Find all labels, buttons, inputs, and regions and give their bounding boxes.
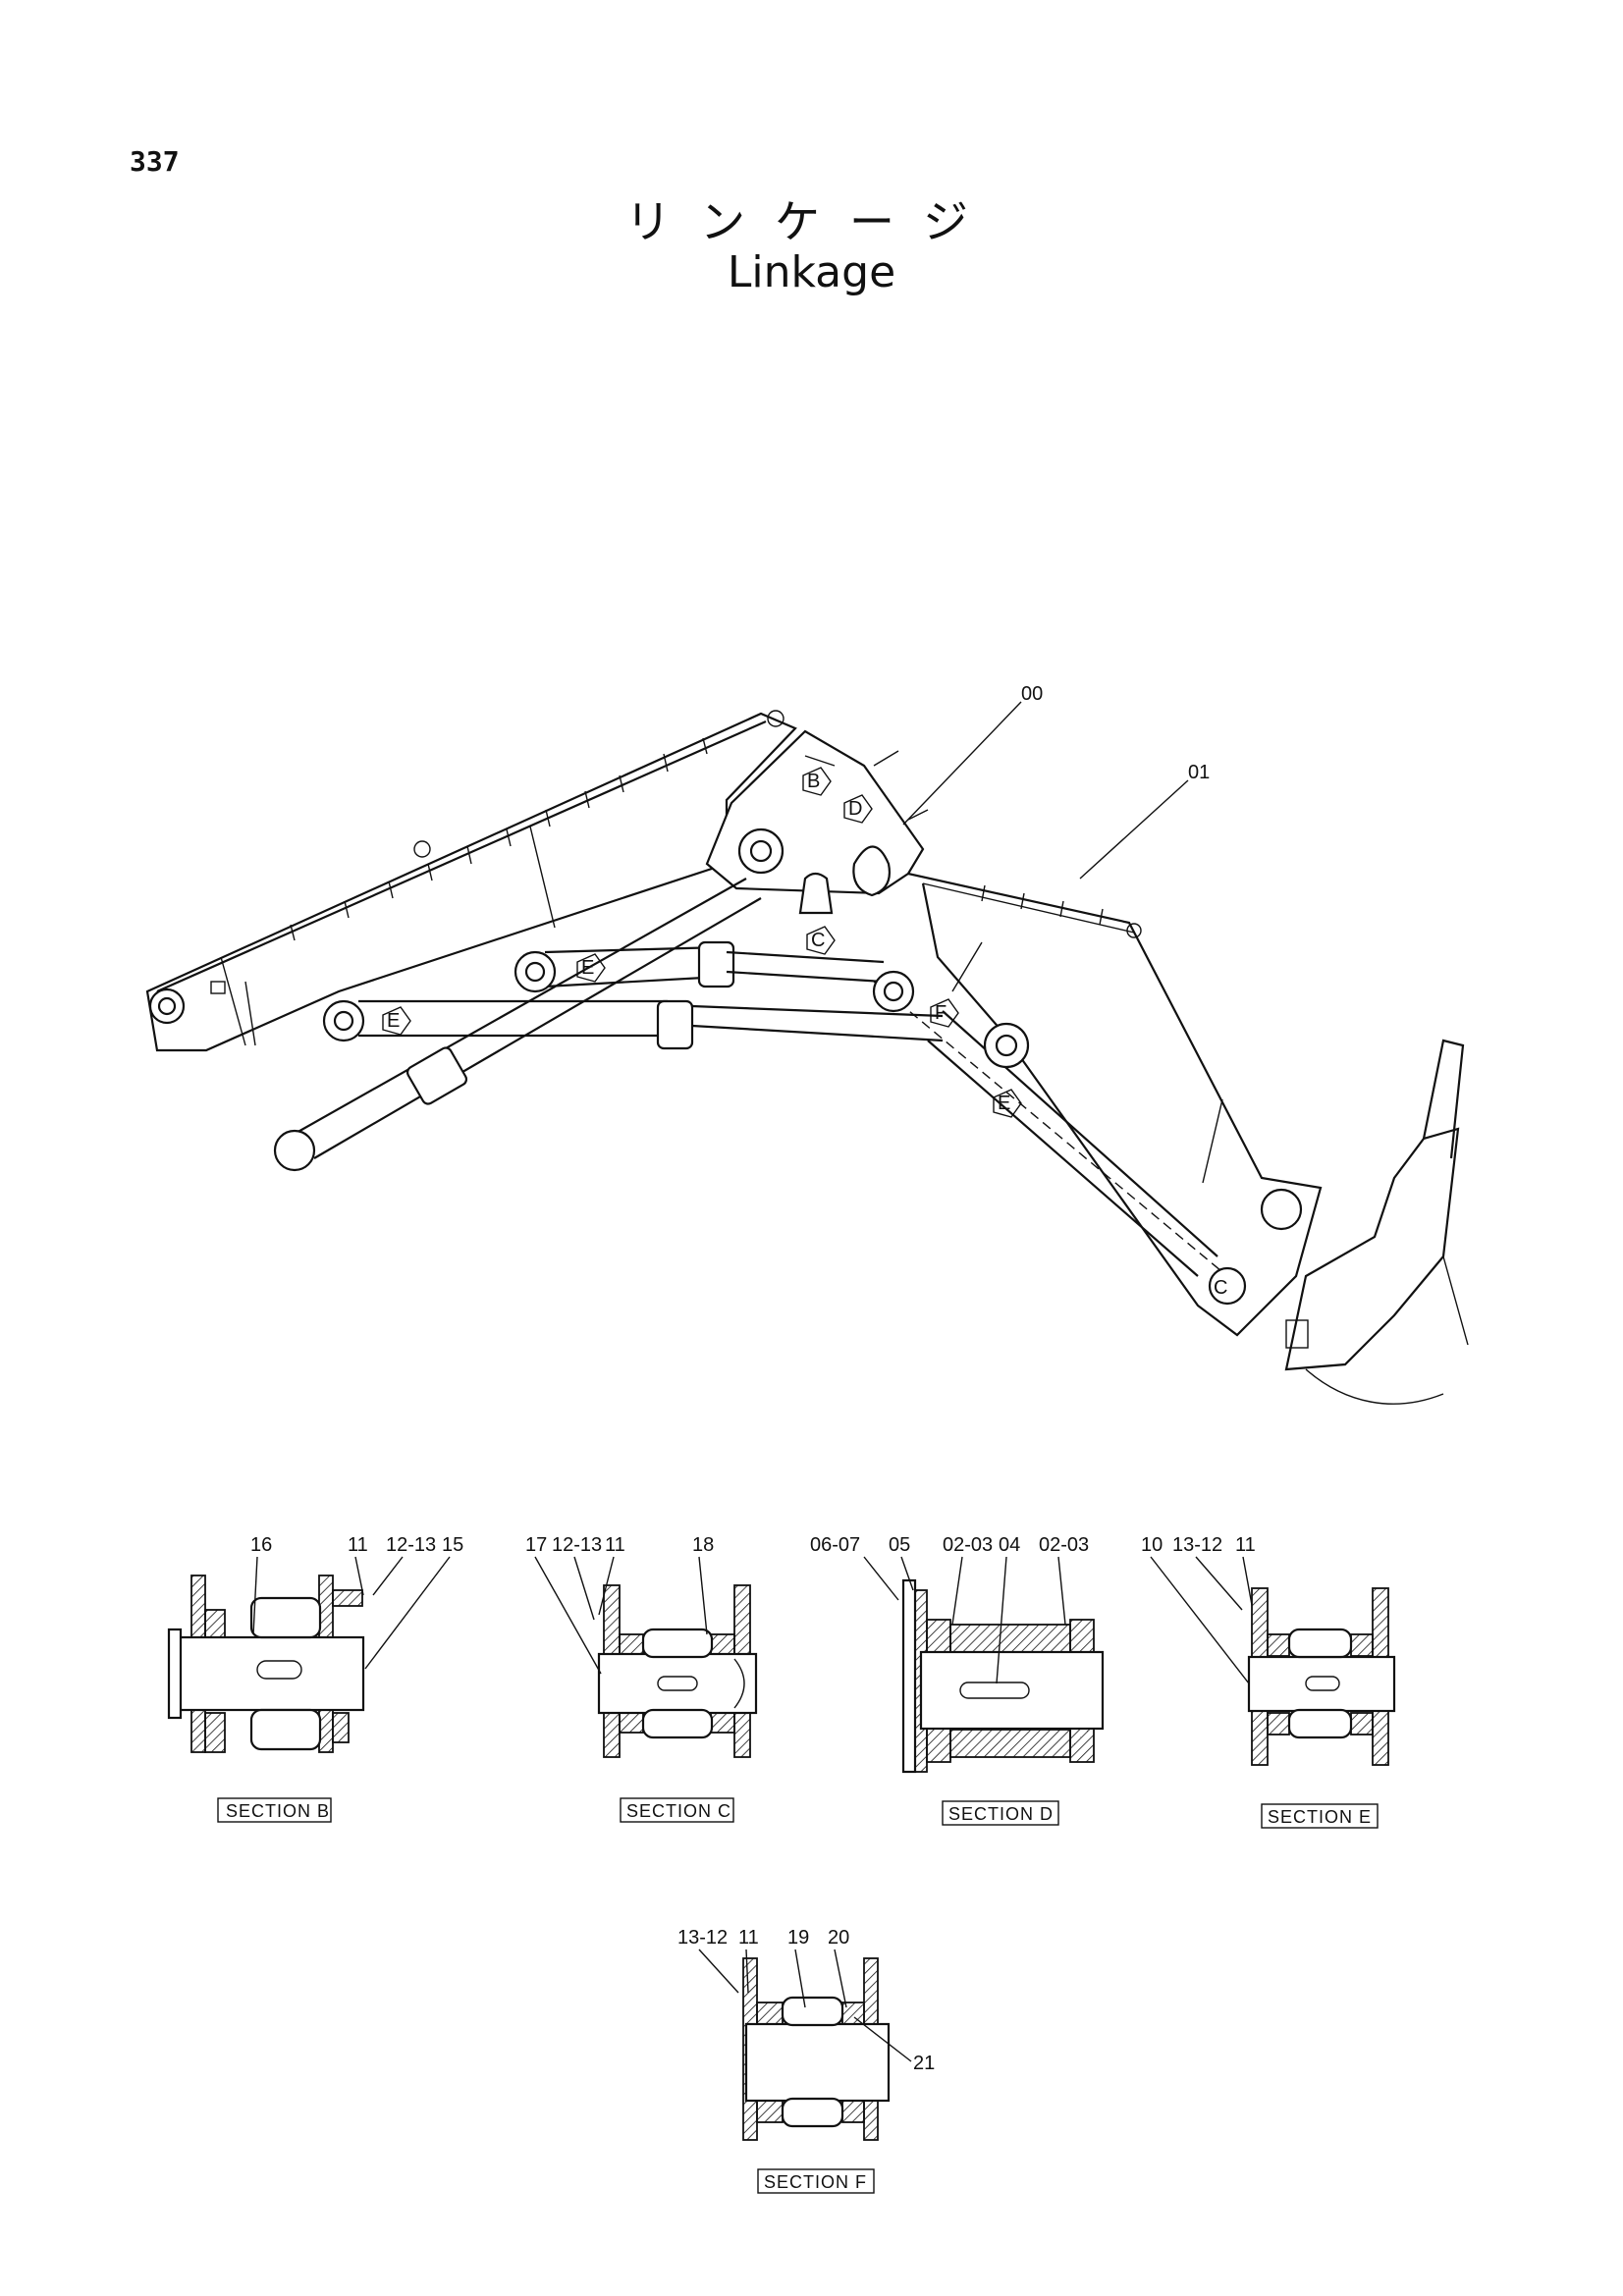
marker-e-1: E <box>576 953 606 983</box>
svg-text:C: C <box>811 930 825 951</box>
svg-text:C: C <box>1214 1277 1227 1299</box>
marker-c: C <box>806 926 836 955</box>
cylinders <box>273 878 1228 1277</box>
label-17: 17 <box>525 1534 547 1556</box>
label-10: 10 <box>1141 1534 1163 1556</box>
label-11-e: 11 <box>1235 1534 1256 1556</box>
label-02-03-b: 02-03 <box>1039 1534 1089 1556</box>
label-04: 04 <box>999 1534 1020 1556</box>
marker-d: D <box>843 794 873 824</box>
svg-text:E: E <box>998 1093 1010 1114</box>
marker-f: F <box>930 998 959 1028</box>
label-11-c: 11 <box>605 1534 625 1556</box>
boom <box>145 710 797 1052</box>
marker-e-3: E <box>993 1089 1022 1118</box>
svg-text:B: B <box>807 771 820 792</box>
label-18: 18 <box>692 1534 714 1556</box>
label-15: 15 <box>442 1534 463 1556</box>
svg-text:E: E <box>581 957 594 979</box>
section-d: 06-07 05 02-03 04 02-03 SECTION D <box>810 1534 1105 1826</box>
section-c-title: SECTION C <box>626 1801 731 1821</box>
label-13-12: 13-12 <box>1172 1534 1222 1556</box>
section-f-title: SECTION F <box>764 2172 867 2192</box>
marker-c-2: C <box>1214 1277 1227 1299</box>
marker-b: B <box>802 767 832 796</box>
label-21: 21 <box>913 2053 935 2074</box>
marker-e-2: E <box>382 1006 411 1036</box>
arm <box>907 872 1323 1337</box>
label-13-12-f: 13-12 <box>677 1927 728 1949</box>
label-12-13: 12-13 <box>386 1534 436 1556</box>
svg-text:E: E <box>387 1010 400 1032</box>
page-number: 337 <box>130 145 180 178</box>
title-japanese: リンケージ <box>624 195 999 248</box>
main-assembly-view: 00 01 B D C E E F E C <box>145 683 1469 1405</box>
label-11-f: 11 <box>738 1927 759 1949</box>
section-c: 17 12-13 11 18 SECTION C <box>525 1534 758 1823</box>
label-19: 19 <box>787 1927 809 1949</box>
section-d-title: SECTION D <box>948 1804 1054 1824</box>
section-b: 16 11 12-13 15 SECTION B <box>167 1534 463 1823</box>
leader-00: 00 <box>1021 683 1043 705</box>
title-english: Linkage <box>727 247 896 297</box>
section-b-title: SECTION B <box>226 1801 330 1821</box>
label-16: 16 <box>250 1534 272 1556</box>
pin-joints <box>322 950 1247 1306</box>
bucket <box>1260 1039 1469 1405</box>
label-05: 05 <box>889 1534 910 1556</box>
section-e: 10 13-12 11 SECTION E <box>1141 1534 1396 1829</box>
svg-text:D: D <box>848 798 862 820</box>
section-f: 13-12 11 19 20 21 SECTION F <box>677 1927 935 2194</box>
label-06-07: 06-07 <box>810 1534 860 1556</box>
label-20: 20 <box>828 1927 849 1949</box>
svg-text:F: F <box>935 1002 947 1024</box>
label-02-03-a: 02-03 <box>943 1534 993 1556</box>
section-e-title: SECTION E <box>1268 1807 1372 1827</box>
section-markers: B D C E E F E C <box>382 767 1227 1299</box>
leader-00-line <box>902 701 1022 826</box>
label-11: 11 <box>348 1534 368 1556</box>
leader-01-line <box>1079 779 1189 880</box>
label-12-13-c: 12-13 <box>552 1534 602 1556</box>
leader-01: 01 <box>1188 762 1210 783</box>
link-plate <box>705 729 929 915</box>
